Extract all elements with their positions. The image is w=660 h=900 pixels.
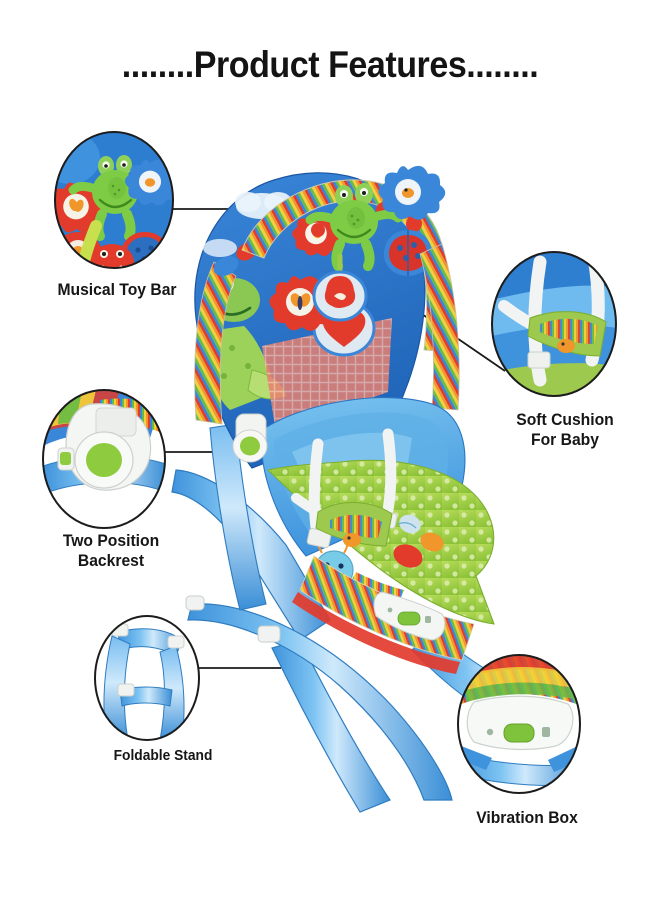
bird-mirror-toy	[378, 165, 446, 220]
label-foldable-stand: Foldable Stand	[113, 748, 213, 764]
ladybug-rattle-toy	[384, 230, 432, 276]
label-soft-cushion-for-baby: Soft Cushion For Baby	[516, 411, 614, 450]
callout-musical-toy-bar	[54, 131, 174, 269]
crab-rattle-toy	[312, 253, 368, 322]
musical-toy-bar	[241, 165, 451, 353]
callout-soft-cushion	[491, 251, 617, 397]
page-title: ........Product Features........	[121, 44, 539, 85]
label-vibration-box: Vibration Box	[476, 809, 578, 827]
label-two-position-backrest: Two Position Backrest	[62, 532, 160, 571]
backrest-adjust-knob	[232, 413, 268, 463]
product-rocker	[171, 165, 564, 813]
label-musical-toy-bar: Musical Toy Bar	[57, 281, 177, 299]
vibration-box-unit	[373, 591, 446, 641]
callout-vibration-box	[457, 654, 581, 794]
callout-two-position-backrest	[42, 389, 166, 529]
callout-foldable-stand	[94, 615, 200, 741]
frog-toy	[305, 183, 403, 271]
